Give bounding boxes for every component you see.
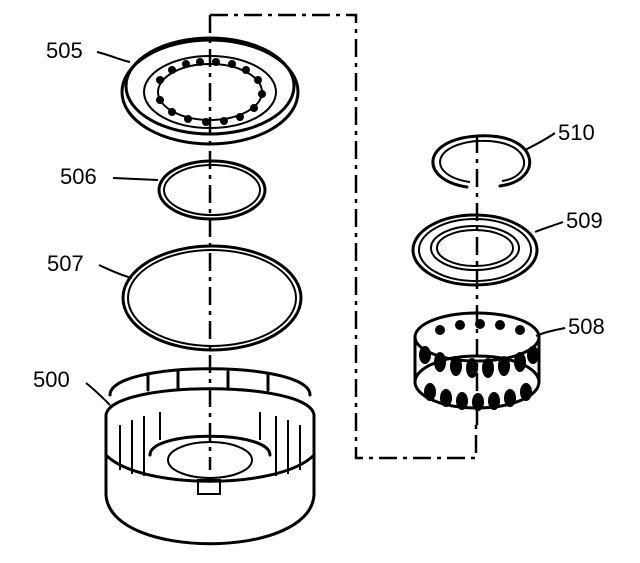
label-505: 505	[46, 38, 83, 63]
leader-lines	[85, 51, 566, 406]
label-500: 500	[33, 367, 70, 392]
part-507-large-ring	[121, 244, 303, 352]
part-509-washer	[411, 213, 539, 287]
label-510: 510	[558, 120, 595, 145]
label-509: 509	[566, 208, 603, 233]
part-500-housing	[104, 367, 316, 546]
label-507: 507	[47, 251, 84, 276]
part-508-roller-bearing	[413, 311, 541, 411]
part-510-snap-ring	[431, 134, 532, 189]
label-508: 508	[568, 314, 605, 339]
label-506: 506	[60, 164, 97, 189]
part-505-thrust-bearing	[120, 36, 300, 146]
part-506-ring	[157, 159, 267, 221]
